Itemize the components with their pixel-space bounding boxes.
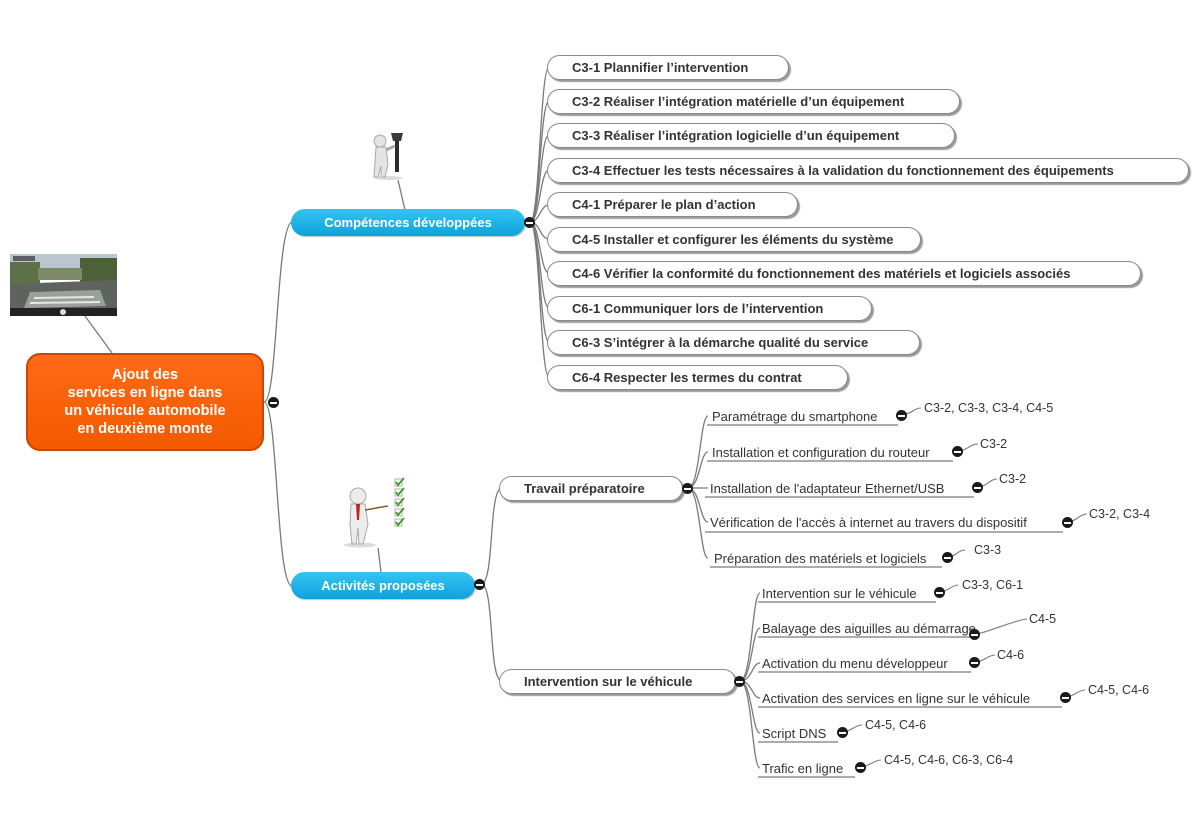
competence-item[interactable]: C4-6 Vérifier la conformité du fonctionn… [547,261,1141,286]
collapse-toggle-icon[interactable] [682,483,693,494]
intervention-item-refs: C4-6 [997,648,1025,662]
competence-item[interactable]: C6-1 Communiquer lors de l’intervention [547,296,872,321]
intervention-item: Activation des services en ligne sur le … [762,691,1031,706]
travail-label: Travail préparatoire [524,481,645,496]
street-photo [10,254,117,316]
collapse-toggle-icon[interactable] [474,579,485,590]
intervention-item-refs: C4-5, C4-6 [865,718,927,732]
teacher-checklist-icon [338,476,418,548]
competences-branch[interactable]: Compétences développées [291,209,525,236]
travail-item-refs: C3-3 [974,543,1002,557]
wrench-figure-icon [366,128,412,180]
intervention-item: Intervention sur le véhicule [762,586,917,601]
intervention-item: Activation du menu développeur [762,656,948,671]
competence-item[interactable]: C6-3 S’intégrer à la démarche qualité du… [547,330,920,355]
travail-item-refs: C3-2 [980,437,1008,451]
collapse-toggle-icon[interactable] [837,727,848,738]
intervention-item-refs: C4-5, C4-6 [1088,683,1150,697]
competence-text: C6-3 S’intégrer à la démarche qualité du… [572,335,869,350]
root-line: un véhicule automobile [64,403,226,419]
travail-item-refs: C3-2, C3-3, C3-4, C4-5 [924,401,1054,415]
competence-item[interactable]: C3-3 Réaliser l’intégration logicielle d… [547,123,955,148]
intervention-item-refs: C4-5, C4-6, C6-3, C6-4 [884,753,1014,767]
competence-item[interactable]: C3-1 Plannifier l’intervention [547,55,789,80]
travail-item: Vérification de l'accès à internet au tr… [710,515,1027,530]
collapse-toggle-icon[interactable] [934,587,945,598]
travail-item-refs: C3-2 [999,472,1027,486]
travail-item: Paramétrage du smartphone [712,409,878,424]
collapse-toggle-icon[interactable] [1060,692,1071,703]
competence-item[interactable]: C3-2 Réaliser l’intégration matérielle d… [547,89,960,114]
intervention-label: Intervention sur le véhicule [524,674,693,689]
travail-item: Installation et configuration du routeur [712,445,930,460]
competence-text: C6-4 Respecter les termes du contrat [572,370,802,385]
collapse-toggle-icon[interactable] [972,482,983,493]
intervention-branch[interactable]: Intervention sur le véhicule [499,669,736,694]
collapse-toggle-icon[interactable] [969,629,980,640]
competence-text: C3-2 Réaliser l’intégration matérielle d… [572,94,905,109]
collapse-toggle-icon[interactable] [268,397,279,408]
collapse-toggle-icon[interactable] [524,217,535,228]
root-topic[interactable]: Ajout des services en ligne dans un véhi… [26,353,264,451]
competence-item[interactable]: C6-4 Respecter les termes du contrat [547,365,848,390]
collapse-toggle-icon[interactable] [896,410,907,421]
travail-item-refs: C3-2, C3-4 [1089,507,1151,521]
intervention-item-refs: C4-5 [1029,612,1057,626]
intervention-item: Script DNS [762,726,827,741]
collapse-toggle-icon[interactable] [1062,517,1073,528]
collapse-toggle-icon[interactable] [734,676,745,687]
intervention-item-refs: C3-3, C6-1 [962,578,1024,592]
competence-item[interactable]: C3-4 Effectuer les tests nécessaires à l… [547,158,1189,183]
collapse-toggle-icon[interactable] [942,552,953,563]
collapse-toggle-icon[interactable] [855,762,866,773]
intervention-item: Balayage des aiguilles au démarrage [762,621,976,636]
competence-text: C4-5 Installer et configurer les élément… [572,232,894,247]
competence-text: C3-1 Plannifier l’intervention [572,60,749,75]
competence-text: C4-1 Préparer le plan d’action [572,197,756,212]
travail-item: Préparation des matériels et logiciels [714,551,927,566]
intervention-item: Trafic en ligne [762,761,844,776]
competences-label: Compétences développées [324,215,492,230]
root-line: services en ligne dans [67,385,223,401]
competence-text: C3-3 Réaliser l’intégration logicielle d… [572,128,900,143]
competence-text: C3-4 Effectuer les tests nécessaires à l… [572,163,1114,178]
collapse-toggle-icon[interactable] [952,446,963,457]
root-line: Ajout des [111,367,179,383]
activites-branch[interactable]: Activités proposées [291,572,475,599]
travail-branch[interactable]: Travail préparatoire [499,476,683,501]
activites-label: Activités proposées [321,578,445,593]
competence-item[interactable]: C4-5 Installer et configurer les élément… [547,227,921,252]
competence-text: C4-6 Vérifier la conformité du fonctionn… [572,266,1071,281]
competence-item[interactable]: C4-1 Préparer le plan d’action [547,192,798,217]
travail-item: Installation de l'adaptateur Ethernet/US… [710,481,945,496]
root-line: en deuxième monte [77,421,213,437]
collapse-toggle-icon[interactable] [969,657,980,668]
competence-text: C6-1 Communiquer lors de l’intervention [572,301,824,316]
